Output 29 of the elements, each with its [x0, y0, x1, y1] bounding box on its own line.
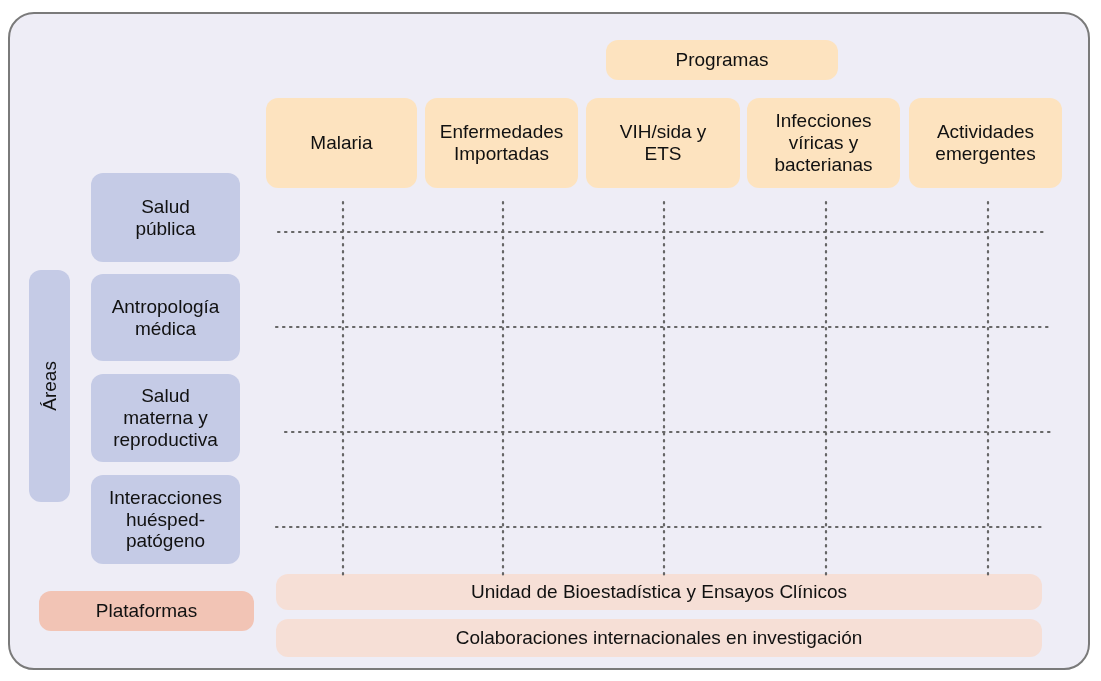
area-box	[91, 374, 240, 462]
label-text: Infecciones víricas y bacterianas	[773, 110, 874, 176]
program-box	[266, 98, 417, 188]
label-text: VIH/sida y ETS	[618, 121, 708, 165]
header-label	[606, 40, 838, 80]
platform-bar	[276, 619, 1042, 657]
program-box	[747, 98, 900, 188]
area-box	[91, 173, 240, 262]
area-box	[91, 475, 240, 564]
panel-background	[8, 12, 1090, 670]
program-box	[586, 98, 740, 188]
label-text: Colaboraciones internacionales en investigación	[455, 627, 863, 649]
label-text: Plataformas	[95, 600, 198, 622]
label-text: Actividades emergentes	[934, 121, 1037, 165]
area-box	[91, 274, 240, 361]
label-text: Áreas	[38, 361, 61, 411]
label-text: Malaria	[310, 132, 373, 154]
label-text: Antropología médica	[110, 295, 221, 340]
label-text: Salud pública	[134, 195, 197, 240]
label-text: Salud materna y reproductiva	[112, 385, 219, 451]
label-text: Unidad de Bioestadística y Ensayos Clínicos	[471, 581, 847, 603]
label-text: Interacciones huésped-patógeno	[108, 486, 223, 553]
label-text: Enfermedades Importadas	[438, 121, 565, 165]
program-box	[425, 98, 578, 188]
label-text: Programas	[675, 49, 769, 71]
platform-label	[39, 591, 254, 631]
platform-bar	[276, 574, 1042, 610]
program-box	[909, 98, 1062, 188]
area-band	[29, 270, 70, 502]
